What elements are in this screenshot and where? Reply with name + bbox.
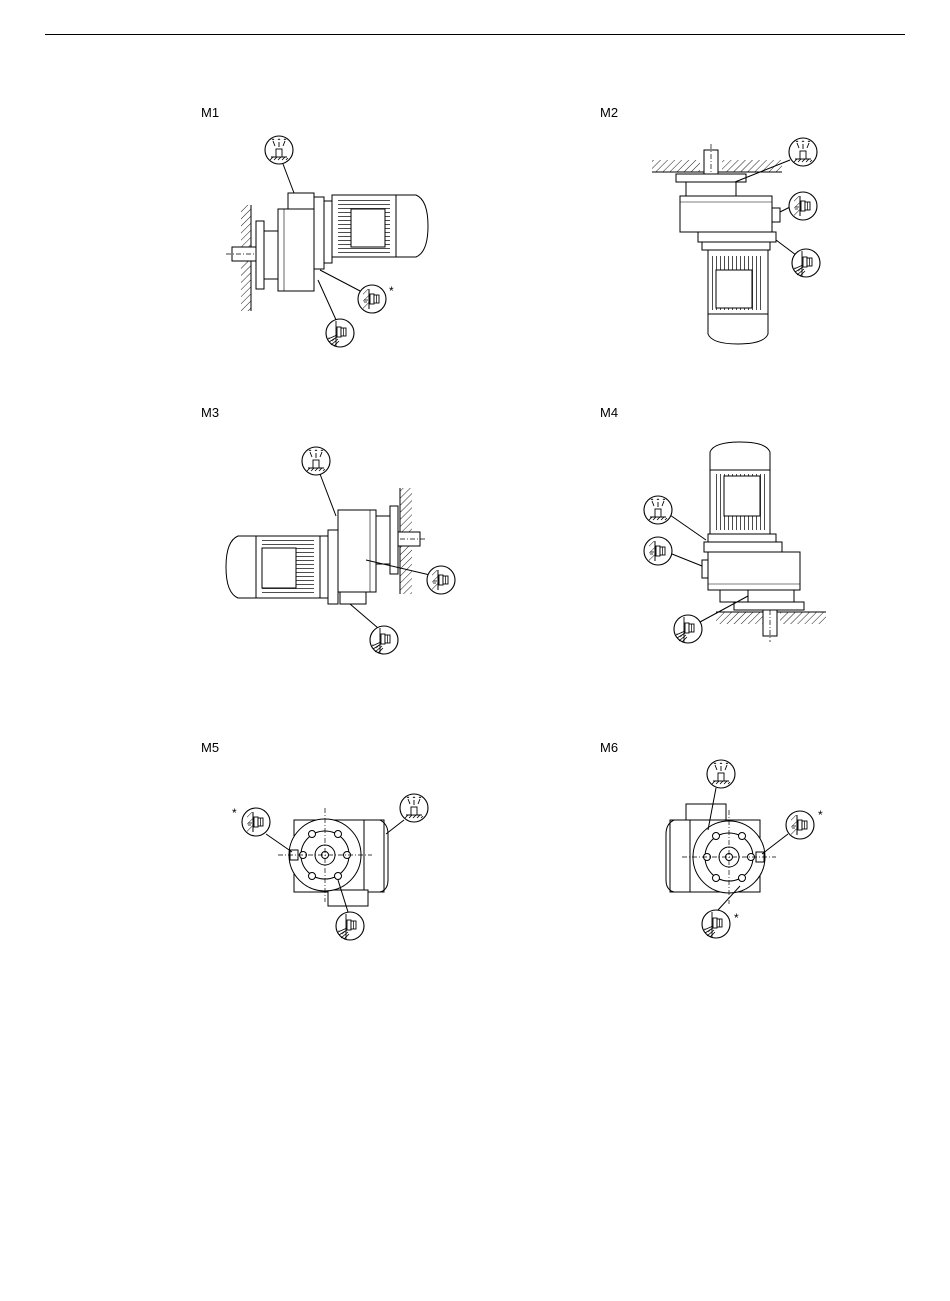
oil-level-plug-icon xyxy=(358,285,386,313)
breather-valve-icon xyxy=(265,136,293,164)
oil-level-plug-icon xyxy=(786,811,814,839)
oil-drain-plug-icon xyxy=(326,319,354,347)
oil-level-plug-icon xyxy=(242,808,270,836)
oil-drain-plug-icon xyxy=(370,626,398,654)
oil-level-plug-icon xyxy=(644,537,672,565)
mounting-position-m1 xyxy=(226,136,428,347)
mounting-position-m2 xyxy=(652,138,820,344)
breather-valve-icon xyxy=(400,794,428,822)
mounting-position-m5 xyxy=(242,794,428,940)
breather-valve-icon xyxy=(644,496,672,524)
mounting-position-m6 xyxy=(666,760,814,938)
oil-drain-plug-icon xyxy=(792,249,820,277)
breather-valve-icon xyxy=(707,760,735,788)
oil-drain-plug-icon xyxy=(674,615,702,643)
breather-valve-icon xyxy=(789,138,817,166)
mounting-position-m3 xyxy=(226,447,455,654)
oil-drain-plug-icon xyxy=(336,912,364,940)
oil-level-plug-icon xyxy=(789,192,817,220)
oil-drain-plug-icon xyxy=(702,910,730,938)
breather-valve-icon xyxy=(302,447,330,475)
oil-level-plug-icon xyxy=(427,566,455,594)
mounting-position-m4 xyxy=(644,442,826,643)
